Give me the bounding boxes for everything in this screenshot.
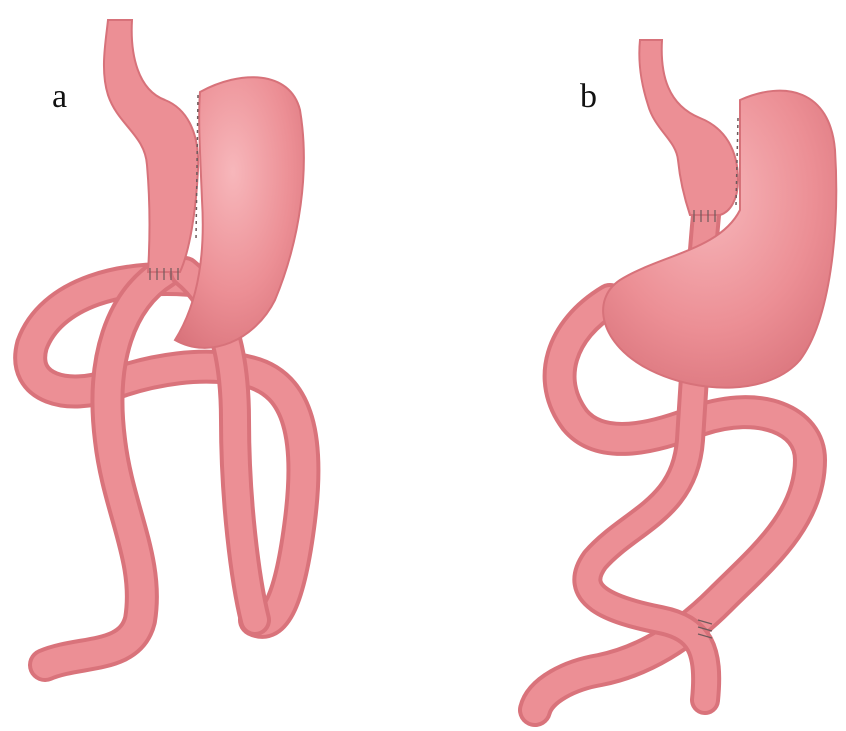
panel-a-diagram (30, 20, 304, 665)
panel-a-left-loop (30, 279, 303, 622)
panel-a-bowel-loops (30, 272, 303, 665)
panel-b-esophagus-pouch (639, 40, 738, 215)
panel-a-esophagus-pouch (104, 20, 198, 272)
panel-b-diagram (535, 40, 836, 710)
panel-a-staple-line (196, 95, 198, 240)
